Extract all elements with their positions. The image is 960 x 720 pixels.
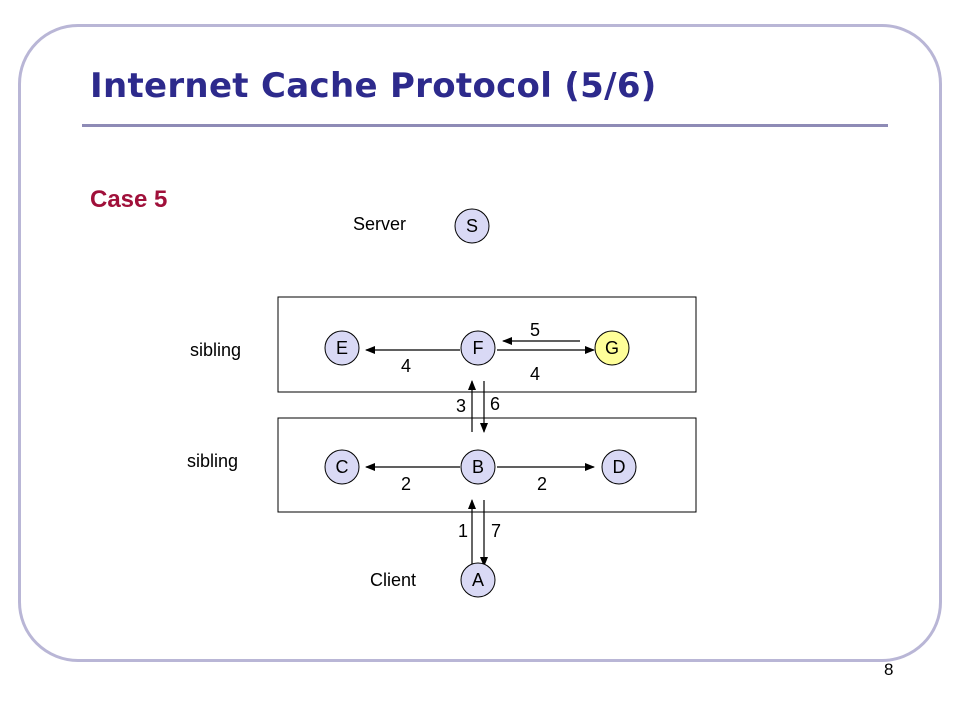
node-f: F: [460, 330, 496, 366]
node-d: D: [601, 449, 637, 485]
sibling-label-top: sibling: [190, 340, 241, 360]
server-label: Server: [353, 214, 406, 234]
edge-label-f-to-e: 4: [401, 356, 411, 376]
node-g: G: [594, 330, 630, 366]
node-b-label: B: [472, 457, 484, 477]
edge-label-g-to-f: 5: [530, 320, 540, 340]
sibling-label-bottom: sibling: [187, 451, 238, 471]
node-g-label: G: [605, 338, 619, 358]
title-underline: [82, 124, 888, 127]
edge-label-b-to-f: 3: [456, 396, 466, 416]
node-b: B: [460, 449, 496, 485]
node-c-label: C: [336, 457, 349, 477]
node-s-label: S: [466, 216, 478, 236]
node-s: S: [454, 208, 490, 244]
node-c: C: [324, 449, 360, 485]
case-heading: Case 5: [90, 186, 168, 213]
node-e-label: E: [336, 338, 348, 358]
edge-label-b-to-c: 2: [401, 474, 411, 494]
slide-frame: [18, 24, 942, 662]
edge-label-b-to-d: 2: [537, 474, 547, 494]
node-a: A: [460, 562, 496, 598]
node-a-label: A: [472, 570, 484, 590]
node-d-label: D: [613, 457, 626, 477]
node-e: E: [324, 330, 360, 366]
node-f-label: F: [473, 338, 484, 358]
page-number: 8: [884, 660, 894, 679]
edge-label-f-to-b: 6: [490, 394, 500, 414]
sibling-group-top: [277, 296, 697, 393]
sibling-group-bottom: [277, 417, 697, 513]
client-label: Client: [370, 570, 416, 590]
edge-label-a-to-b: 1: [458, 521, 468, 541]
slide-title: Internet Cache Protocol (5/6): [90, 66, 657, 106]
edge-label-b-to-a: 7: [491, 521, 501, 541]
edge-label-f-to-g: 4: [530, 364, 540, 384]
